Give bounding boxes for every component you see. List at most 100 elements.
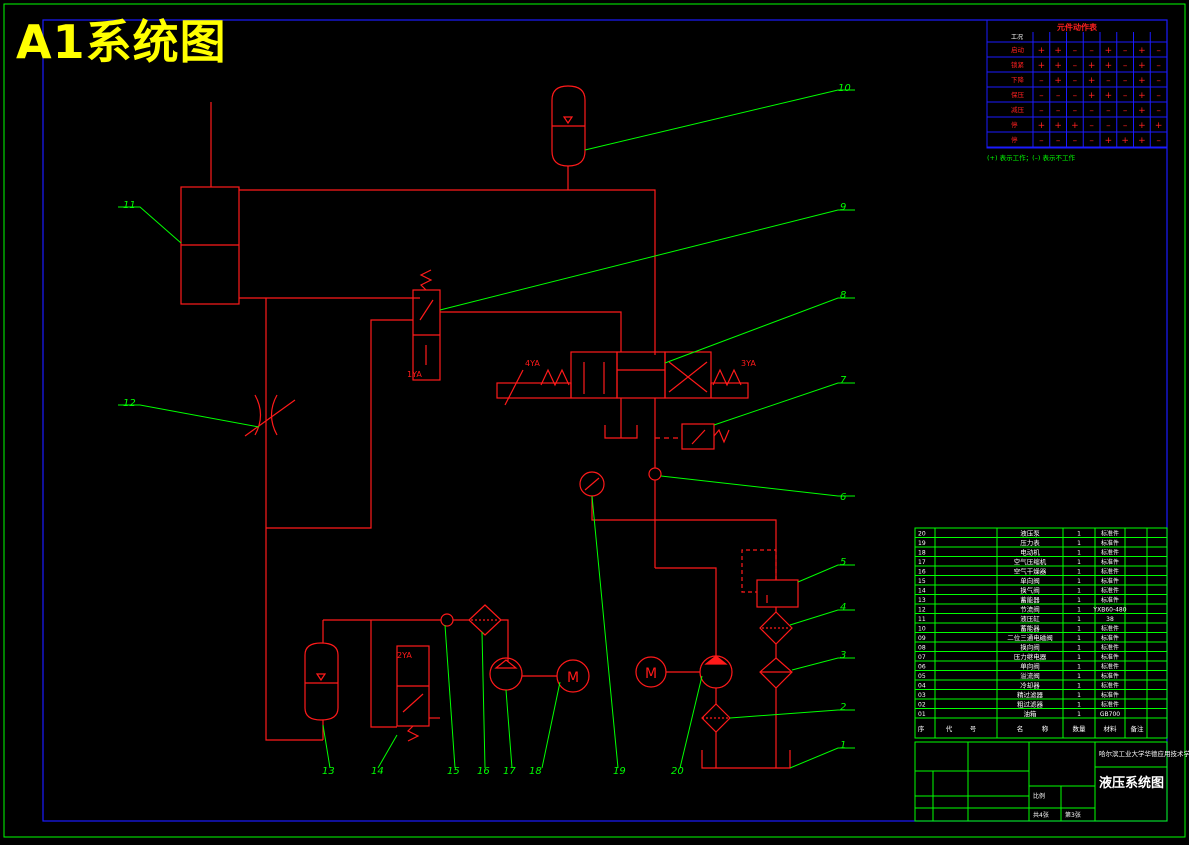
part-no: 06 [918,664,926,671]
part-std: 标准件 [1101,568,1119,576]
action-sign: – [1123,106,1128,116]
pressure-switch-7-spring [713,428,730,444]
action-sign: – [1156,106,1161,116]
action-sign: – [1156,136,1161,146]
action-sign: – [1089,106,1094,116]
air-compressor-17 [489,657,523,691]
leader-12 [118,404,260,428]
motor-18-letter: M [567,670,579,686]
part-name: 蓄能器 [1020,624,1040,633]
action-sign: + [1088,76,1096,86]
part-name: 二位三通电磁阀 [1007,633,1053,642]
part-qty: 1 [1077,702,1081,709]
parts-list-header-cell: 代 [946,724,953,733]
scale-label: 比例 [1033,792,1045,800]
valve-8-cross-b [668,361,708,393]
part-name: 溢流阀 [1020,671,1040,680]
part-no: 18 [918,550,926,557]
valve-14-spring [406,725,420,742]
action-sign: – [1156,91,1161,101]
action-sign: + [1138,46,1146,56]
action-sign: + [1138,91,1146,101]
valve-14-line [370,620,397,728]
action-sign: – [1123,121,1128,131]
action-sign: + [1121,136,1129,146]
part-qty: 1 [1077,654,1081,661]
pressure-switch-7-arm [691,429,706,445]
part-no: 20 [918,531,926,538]
oil-tank-1 [701,750,791,769]
part-name: 粗过滤器 [1017,700,1044,709]
motor-18 [556,659,590,693]
part-std: 标准件 [1101,701,1119,709]
action-sign: – [1156,46,1161,56]
part-std: 标准件 [1101,691,1119,699]
action-sign: – [1073,76,1078,86]
action-sign: + [1105,91,1113,101]
part-std: 标准件 [1101,596,1119,604]
leader-18 [541,681,561,769]
part-label-20: 20 [671,766,684,777]
part-no: 05 [918,673,926,680]
leader-1 [789,747,855,769]
solenoid-1ya-label: 1YA [407,370,422,379]
drawing-name: 液压系统图 [1099,775,1164,791]
action-sign: – [1156,61,1161,71]
pressure-switch-7 [681,423,715,450]
parts-list-header-cell: 号 [970,725,977,733]
action-sign: + [1138,121,1146,131]
action-row-name: 减压 [1011,105,1025,114]
sheet-number: 第3张 [1065,811,1081,819]
action-sign: – [1056,106,1061,116]
part-std: 标准件 [1101,625,1119,633]
part-name: 精过滤器 [1017,690,1044,699]
action-sign: + [1038,61,1046,71]
action-row-name: 下降 [1011,75,1025,84]
part-no: 01 [918,711,926,718]
leader-5 [797,564,855,583]
part-label-11: 11 [123,200,136,211]
part-label-2: 2 [840,702,846,713]
valve-8-right-solenoid [710,382,749,399]
action-sign: – [1123,46,1128,56]
action-sign: + [1054,61,1062,71]
pump-20-arrow [704,655,728,665]
part-qty: 1 [1077,607,1081,614]
leader-6 [660,475,855,497]
leader-10 [584,89,855,151]
part-label-7: 7 [840,375,847,386]
part-label-3: 3 [840,650,846,661]
parts-list-header-cell: 备注 [1131,724,1145,733]
action-sign: + [1138,76,1146,86]
part-name: 冷却器 [1020,681,1040,690]
part-qty: 1 [1077,635,1081,642]
part-name: 单向阀 [1020,576,1040,585]
part-qty: 1 [1077,645,1081,652]
part-qty: 1 [1077,673,1081,680]
action-sign: + [1155,121,1163,131]
action-sign: + [1038,121,1046,131]
hydraulic-circuit [180,85,799,769]
part-std: 标准件 [1101,634,1119,642]
action-sign: + [1105,136,1113,146]
leader-7 [713,382,855,426]
part-std: GB700 [1100,711,1120,718]
valve-8-left-solenoid [496,382,572,399]
part-no: 14 [918,588,926,595]
valve-8-mid-box [616,351,666,399]
part-no: 17 [918,559,926,566]
action-sign: – [1056,91,1061,101]
part-no: 11 [918,616,926,623]
part-label-10: 10 [838,83,851,94]
part-no: 03 [918,692,926,699]
solenoid-4ya-label: 4YA [525,359,540,368]
solenoid-4ya-arrow [504,369,524,406]
action-sign: – [1073,46,1078,56]
part-name: 压力继电器 [1014,652,1047,661]
action-table-note: (+) 表示工作；(–) 表示不工作 [987,153,1075,162]
action-row-name: 停 [1011,120,1018,129]
valve-8-right-box [664,351,712,399]
action-sign: + [1054,121,1062,131]
valve-9-spring [419,269,433,291]
